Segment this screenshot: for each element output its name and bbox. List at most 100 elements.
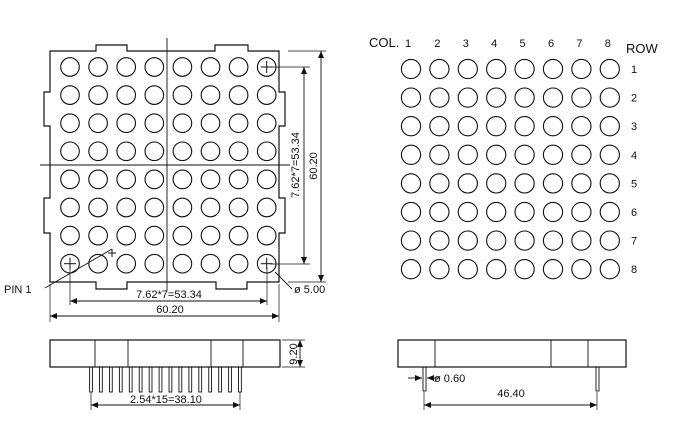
front-led-dot [228,169,249,190]
front-led-dot [144,169,165,190]
front-led-dot [200,57,221,77]
column-number: 8 [605,38,611,50]
end-pin-left [422,366,427,392]
schematic-led-dot [599,144,620,165]
front-led-dot [88,141,108,162]
side-pin [89,366,93,393]
schematic-led-dot [457,201,478,223]
schematic-led-dot [486,87,507,108]
schematic-led-dot [429,173,450,194]
schematic-led-dot [400,173,422,194]
front-led-dot [116,113,137,134]
schematic-led-dot [571,116,592,137]
side-pin [188,366,193,393]
schematic-led-dot [571,259,592,280]
column-number: 4 [491,38,497,50]
schematic-led-dot [542,173,564,194]
front-led-dot [256,85,277,105]
schematic-led-dot [571,87,592,108]
schematic-led-dot [542,230,564,251]
schematic-led-dot [400,259,422,280]
front-led-dot [256,197,277,218]
side-view: 9.20 2.54*15=38.10 [49,339,305,410]
column-number: 1 [405,38,411,50]
column-number: 6 [548,38,554,50]
schematic-led-dot [457,116,478,137]
schematic-led-dot [514,201,535,223]
schematic-led-dot [514,87,535,108]
schematic-led-dot [457,173,478,194]
schematic-led-dot [542,259,564,280]
schematic-led-dot [599,173,620,194]
row-number: 6 [631,207,637,219]
front-led-dot [172,225,193,246]
schematic-led-dot [542,201,564,223]
schematic-led-dot [571,173,592,194]
schematic-led-dot [514,173,535,194]
front-led-dot [144,141,165,162]
front-led-grid [60,57,277,274]
front-led-dot [172,169,193,190]
schematic-led-dot [599,116,620,137]
schematic-led-dot [429,144,450,165]
row-number: 5 [631,178,637,190]
pin-distance-dim: 46.40 [497,388,525,400]
pin1-leader [44,248,113,289]
schematic-led-dot [486,201,507,223]
schematic-led-dot [457,144,478,165]
schematic-led-dot [571,230,592,251]
front-led-dot [172,57,193,77]
front-led-dot [88,113,108,134]
front-led-dot [200,85,221,105]
end-pin-right [595,366,600,392]
schematic-led-dot [400,116,422,137]
front-led-dot [116,141,137,162]
width-dim: 60.20 [156,304,184,316]
front-led-dot [200,113,221,134]
front-led-dot [116,85,137,105]
front-led-dot [172,253,193,274]
row-label: ROW [626,41,659,56]
schematic-led-dot [429,259,450,280]
front-led-dot [228,113,249,134]
schematic-led-dot [400,87,422,108]
schematic-led-dot [514,58,535,80]
schematic-led-dot [571,144,592,165]
schematic-led-dot [542,116,564,137]
row-number: 1 [631,64,637,76]
row-number: 7 [631,236,637,248]
row-number: 4 [631,150,637,162]
schematic-led-dot [514,230,535,251]
side-pin [118,366,123,393]
schematic-led-dot [486,116,507,137]
schematic-led-dot [514,144,535,165]
row-number: 2 [631,93,637,105]
front-led-dot [88,225,108,246]
side-pin [158,366,163,393]
side-pin [99,366,103,393]
side-pin [128,366,133,393]
front-view: PIN 1 ø 5.00 7.62*7=53.34 60.20 7.62*7=5… [4,38,326,322]
front-led-dot [60,113,80,134]
front-led-dot [228,141,249,162]
schematic-led-dot [599,87,620,108]
front-led-dot [116,225,137,246]
side-pin [228,366,232,393]
row-number: 8 [631,264,637,276]
end-view: ø 0.60 46.40 [397,339,627,410]
side-pin [138,366,143,393]
schematic-led-dot [599,230,620,251]
front-led-dot [144,225,165,246]
schematic-led-dot [542,58,564,80]
front-led-dot [228,197,249,218]
schematic-led-dot [429,230,450,251]
front-led-dot [60,225,80,246]
side-pin [238,366,242,393]
schematic-led-dot [486,173,507,194]
front-led-dot [200,141,221,162]
schematic-led-dot [486,144,507,165]
schematic-led-grid [400,58,620,280]
schematic-led-dot [599,201,620,223]
